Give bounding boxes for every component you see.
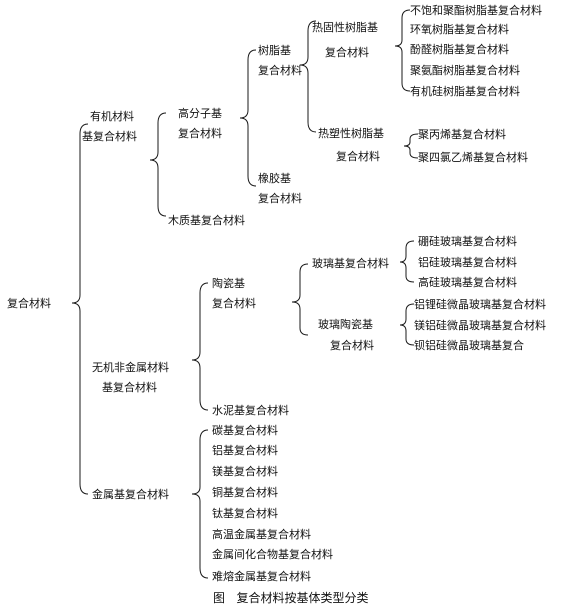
node-resin-line2: 复合材料 [258, 63, 302, 77]
node-inorganic-line2: 基复合材料 [102, 380, 157, 394]
node-glassceramic-item-1: 铝锂硅微晶玻璃基复合材料 [414, 297, 546, 311]
bracket-inorganic [191, 282, 209, 411]
node-rubber-line2: 复合材料 [258, 191, 302, 205]
node-metal-item-5: 钛基复合材料 [212, 506, 278, 520]
node-metal-item-1: 碳基复合材料 [212, 423, 278, 437]
bracket-resin [299, 20, 317, 133]
node-thermoset-item-2: 环氧树脂基复合材料 [410, 22, 509, 36]
node-glassceramic-line1: 玻璃陶瓷基 [318, 317, 373, 331]
node-wood: 木质基复合材料 [168, 213, 245, 227]
node-thermoset-item-3: 酚醛树脂基复合材料 [410, 42, 509, 56]
node-polymer-line2: 复合材料 [178, 126, 222, 140]
node-metal-item-3: 镁基复合材料 [212, 464, 278, 478]
node-metal-item-7: 金属间化合物基复合材料 [212, 547, 333, 561]
bracket-thermoplastic [403, 133, 419, 159]
node-ceramic-line2: 复合材料 [212, 296, 256, 310]
node-glass-item-1: 硼硅玻璃基复合材料 [418, 234, 517, 248]
node-glass-item-3: 高硅玻璃基复合材料 [418, 275, 517, 289]
bracket-organic [149, 112, 167, 217]
node-rubber-line1: 橡胶基 [258, 171, 291, 185]
brackets [71, 9, 419, 579]
node-metal-item-8: 难熔金属基复合材料 [212, 569, 311, 583]
node-thermoplastic-line2: 复合材料 [336, 149, 380, 163]
node-thermoplastic-item-1: 聚丙烯基复合材料 [418, 127, 506, 141]
node-metal-item-6: 高温金属基复合材料 [212, 527, 311, 541]
node-thermoset-line1: 热固性树脂基 [312, 20, 378, 34]
node-thermoset-item-4: 聚氨酯树脂基复合材料 [410, 63, 520, 77]
figure-caption: 图 复合材料按基体类型分类 [213, 590, 368, 605]
node-cement: 水泥基复合材料 [212, 403, 289, 417]
node-organic-line2: 基复合材料 [82, 129, 137, 143]
node-glass-item-2: 铝硅玻璃基复合材料 [418, 255, 517, 269]
bracket-glass [399, 240, 415, 283]
node-glass: 玻璃基复合材料 [312, 256, 389, 270]
node-glassceramic-item-3: 钡铝硅微晶玻璃基复合 [414, 338, 524, 352]
node-thermoset-line2: 复合材料 [325, 45, 369, 59]
node-root: 复合材料 [7, 296, 51, 310]
node-glassceramic-item-2: 镁铝硅微晶玻璃基复合材料 [414, 318, 546, 332]
bracket-glassceramic [399, 303, 415, 346]
node-organic-line1: 有机材料 [90, 109, 134, 123]
node-polymer-line1: 高分子基 [178, 106, 222, 120]
node-inorganic-line1: 无机非金属材料 [92, 360, 169, 374]
node-thermoplastic-item-2: 聚四氯乙烯基复合材料 [418, 150, 528, 164]
node-metal: 金属基复合材料 [92, 487, 169, 501]
node-ceramic-line1: 陶瓷基 [212, 276, 245, 290]
node-thermoset-item-5: 有机硅树脂基复合材料 [410, 84, 520, 98]
node-thermoset-item-1: 不饱和聚酯树脂基复合材料 [410, 3, 542, 17]
bracket-metal [191, 429, 209, 579]
node-glassceramic-line2: 复合材料 [330, 338, 374, 352]
bracket-ceramic [291, 263, 309, 336]
node-metal-item-2: 铝基复合材料 [212, 443, 278, 457]
node-resin-line1: 树脂基 [258, 43, 291, 57]
bracket-thermoset [394, 9, 411, 92]
node-thermoplastic-line1: 热塑性树脂基 [318, 126, 384, 140]
node-metal-item-4: 铜基复合材料 [212, 485, 278, 499]
nodes: 复合材料 有机材料 基复合材料 高分子基 复合材料 树脂基 复合材料 热固性树脂… [7, 3, 546, 605]
bracket-polymer [239, 49, 257, 187]
bracket-root [71, 123, 89, 495]
